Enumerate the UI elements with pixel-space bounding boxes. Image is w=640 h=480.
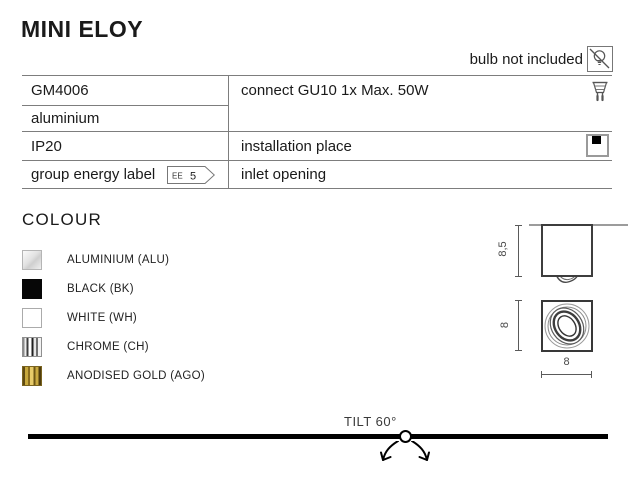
fixture-front-view	[541, 300, 593, 352]
dimension-tick	[515, 350, 522, 351]
swatch-label: ANODISED GOLD (AGO)	[67, 370, 205, 382]
dimension-tick	[515, 276, 522, 277]
energy-badge-prefix: EE	[172, 171, 183, 180]
tilt-angle-label: TILT 60°	[344, 414, 397, 429]
bulb-note-text: bulb not included	[469, 51, 583, 68]
colour-option-chrome: CHROME (CH)	[22, 337, 149, 357]
ip-rating-value: IP20	[31, 137, 62, 155]
bulb-not-included-icon	[587, 46, 613, 72]
colour-option-aluminium: ALUMINIUM (ALU)	[22, 250, 169, 270]
spec-material-cell: aluminium	[22, 106, 228, 132]
front-height-dimension-line	[518, 300, 519, 351]
front-height-dimension: 8	[499, 321, 511, 329]
spec-installation-cell: installation place	[229, 132, 612, 161]
side-height-dimension: 8,5	[497, 241, 509, 257]
spec-connect-cell: connect GU10 1x Max. 50W	[229, 76, 612, 132]
model-value: GM4006	[31, 82, 89, 99]
spec-table: GM4006 aluminium IP20 group energy label…	[22, 75, 612, 189]
dimension-tick	[541, 371, 542, 378]
white-swatch	[22, 308, 42, 328]
swatch-label: BLACK (BK)	[67, 283, 134, 295]
colour-option-anodised-gold: ANODISED GOLD (AGO)	[22, 366, 205, 386]
swatch-label: ALUMINIUM (ALU)	[67, 254, 170, 266]
tilt-pivot-circle	[399, 430, 412, 443]
fixture-side-view	[541, 224, 593, 277]
front-width-dimension: 8	[563, 356, 570, 368]
material-value: aluminium	[31, 110, 100, 127]
colour-option-black: BLACK (BK)	[22, 279, 134, 299]
spec-table-left-column: GM4006 aluminium IP20 group energy label…	[22, 76, 228, 189]
connect-value: connect GU10 1x Max. 50W	[241, 82, 429, 99]
gimbal-rings-drawing	[544, 303, 590, 349]
gu10-bulb-icon	[592, 81, 608, 102]
height-dimension-line	[518, 225, 519, 277]
front-width-dimension-line	[541, 374, 592, 375]
installation-value: installation place	[241, 137, 352, 155]
spec-inlet-cell: inlet opening	[229, 161, 612, 189]
page-title: MINI ELOY	[21, 16, 144, 42]
energy-class-badge-icon: EE 5	[167, 165, 216, 184]
surface-mount-icon	[586, 134, 609, 157]
spec-ip-cell: IP20	[22, 132, 228, 161]
colour-option-white: WHITE (WH)	[22, 308, 137, 328]
chrome-swatch	[22, 337, 42, 357]
dimension-tick	[515, 300, 522, 301]
black-swatch	[22, 279, 42, 299]
swatch-label: CHROME (CH)	[67, 341, 149, 353]
energy-label-text: group energy label	[31, 166, 156, 183]
ceiling-mount-line	[28, 434, 608, 439]
anodised-gold-swatch	[22, 366, 42, 386]
inlet-value: inlet opening	[241, 166, 327, 183]
dimension-tick	[515, 225, 522, 226]
spec-energy-cell: group energy label EE 5	[22, 161, 228, 189]
spec-model-cell: GM4006	[22, 76, 228, 106]
energy-badge-value: 5	[190, 170, 196, 182]
dimension-tick	[591, 371, 592, 378]
colour-section-heading: COLOUR	[22, 210, 102, 229]
aluminium-swatch	[22, 250, 42, 270]
tilt-direction-arrows	[380, 441, 430, 461]
spec-table-right-column: connect GU10 1x Max. 50W installation pl…	[228, 76, 612, 189]
swatch-label: WHITE (WH)	[67, 312, 138, 324]
